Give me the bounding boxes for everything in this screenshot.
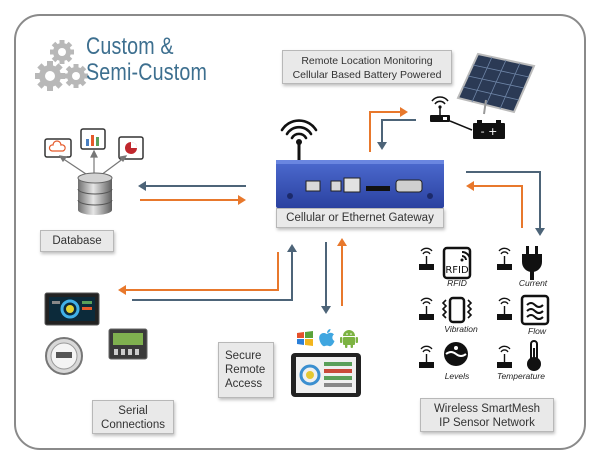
- arrowhead-serial-left: [118, 285, 126, 295]
- secure-line-1: Secure: [225, 350, 262, 362]
- arrowhead-sensors-left: [466, 181, 474, 191]
- vibration-icon: [419, 296, 473, 324]
- sensor-label-levels: Levels: [444, 371, 470, 381]
- pie-tablet-icon: [118, 136, 144, 160]
- gears-icon: [35, 40, 88, 91]
- serial-line-2: Connections: [101, 419, 165, 431]
- arrowhead-tablet-up: [337, 238, 347, 246]
- cloud-tablet-icon: [44, 138, 72, 158]
- wireless-network-label: Wireless SmartMesh IP Sensor Network: [420, 398, 554, 432]
- title-line-2: Semi-Custom: [86, 59, 208, 86]
- secure-line-2: Remote: [225, 364, 266, 376]
- remote-monitoring-label: Remote Location Monitoring Cellular Base…: [282, 50, 452, 84]
- meter-icon: [45, 337, 83, 375]
- sensor-label-vibration: Vibration: [444, 324, 478, 334]
- arrowhead-database-right: [238, 195, 246, 205]
- apple-icon: [319, 329, 335, 347]
- rfid-icon: RFID: [419, 246, 472, 280]
- tablet-icon: [291, 353, 361, 397]
- antenna-icon: [280, 119, 318, 162]
- secure-line-3: Access: [225, 378, 263, 390]
- android-icon: [340, 330, 358, 348]
- diagram-title: Custom & Semi-Custom: [86, 34, 207, 86]
- arrow-serial-to-gateway: [132, 252, 293, 301]
- solar-panel-icon: [456, 52, 536, 115]
- arrowhead-tablet-down: [321, 306, 331, 314]
- arrow-gateway-to-serial: [126, 252, 279, 291]
- database-label-text: Database: [52, 235, 102, 247]
- arrow-gateway-to-sensors: [466, 171, 541, 228]
- database-icon: [77, 172, 113, 215]
- arrowhead-database-left: [138, 181, 146, 191]
- windows-icon: [297, 331, 313, 346]
- gateway-label-text: Cellular or Ethernet Gateway: [286, 212, 434, 224]
- levels-icon: [419, 342, 468, 368]
- gateway-label: Cellular or Ethernet Gateway: [276, 208, 444, 228]
- arrow-remote-to-gateway: [381, 119, 416, 142]
- title-line-1: Custom &: [86, 33, 174, 60]
- controller-icon: [108, 328, 148, 360]
- serial-line-1: Serial: [118, 405, 148, 417]
- arrow-sensors-to-gateway: [474, 185, 523, 228]
- battery-text: - +: [481, 125, 498, 138]
- wireless-line-1: Wireless SmartMesh: [433, 403, 541, 415]
- arrowhead-remote: [400, 107, 408, 117]
- arrowhead-serial-up: [287, 244, 297, 252]
- serial-display-icon: [44, 292, 100, 326]
- arrow-gateway-to-remote: [369, 111, 400, 152]
- remote-node-icon: [430, 96, 450, 122]
- flow-icon: [497, 294, 550, 326]
- sensor-label-current: Current: [518, 278, 548, 288]
- rfid-text: RFID: [445, 265, 469, 276]
- arrowhead-remote-down: [377, 142, 387, 150]
- temperature-icon: [497, 340, 541, 371]
- battery-icon: - +: [473, 120, 505, 139]
- gateway-device: [276, 160, 444, 208]
- current-icon: [497, 246, 542, 280]
- chart-tablet-icon: [80, 128, 106, 150]
- sensor-label-rfid: RFID: [447, 278, 467, 288]
- arrowhead-sensors-down: [535, 228, 545, 236]
- sensor-label-flow: Flow: [528, 326, 546, 336]
- sensor-label-temperature: Temperature: [497, 371, 545, 381]
- secure-access-label: Secure Remote Access: [218, 342, 274, 398]
- database-label: Database: [40, 230, 114, 252]
- serial-connections-label: Serial Connections: [92, 400, 174, 434]
- wireless-line-2: IP Sensor Network: [439, 417, 535, 429]
- remote-line-1: Remote Location Monitoring: [301, 55, 433, 67]
- remote-line-2: Cellular Based Battery Powered: [292, 69, 442, 81]
